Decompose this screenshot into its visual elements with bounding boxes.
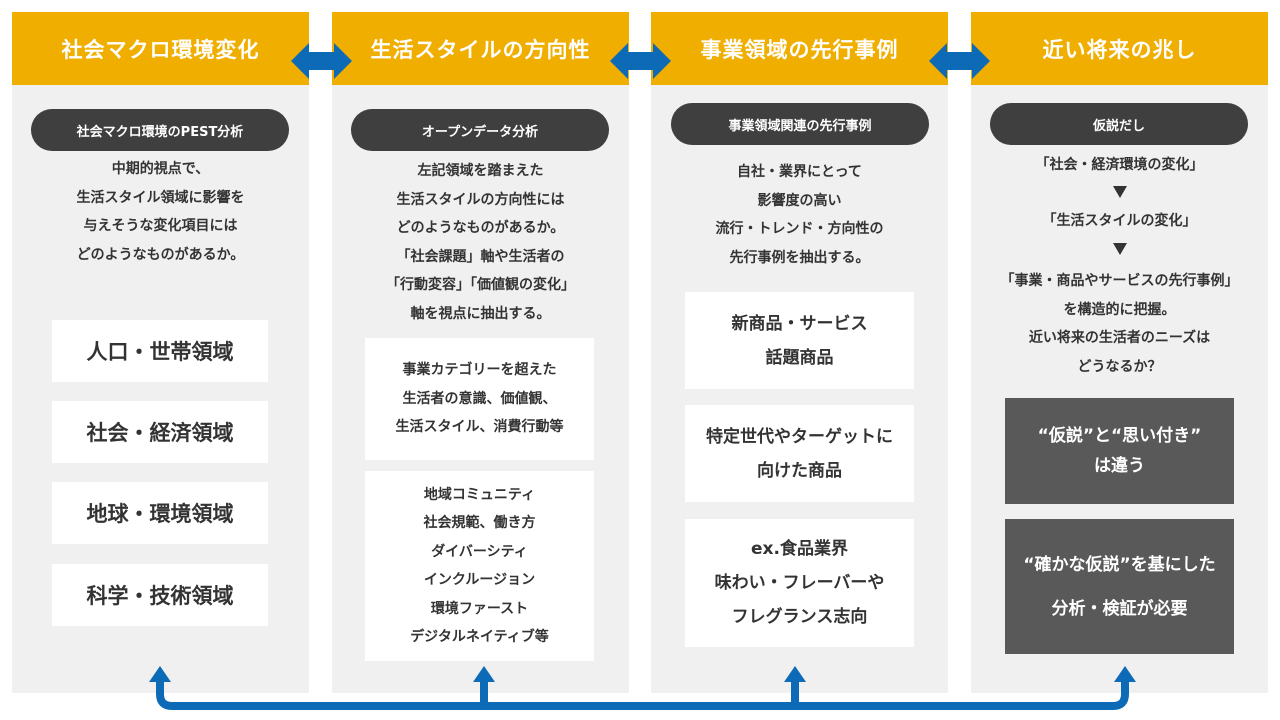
note-box: “仮説”と“思い付き” は違う (1005, 398, 1234, 504)
case-box: ex.食品業界 味わい・フレーバーや フレグランス志向 (685, 519, 914, 647)
flow-step: 「生活スタイルの変化」 (1042, 213, 1197, 229)
flow-step: 「事業・商品やサービスの先行事例」 を構造的に把握。 近い将来の生活者のニーズは… (1000, 273, 1239, 375)
flow-step: 「社会・経済環境の変化」 (1035, 157, 1204, 173)
domain-box: 社会・経済領域 (52, 401, 268, 463)
down-triangle-icon (1112, 186, 1127, 198)
content-box: 地域コミュニティ 社会規範、働き方 ダイバーシティ インクルージョン 環境ファー… (365, 471, 594, 661)
method-pill: 社会マクロ環境のPEST分析 (31, 109, 289, 151)
domain-box: 人口・世帯領域 (52, 320, 268, 382)
column-signs: 近い将来の兆し 仮説だし 「社会・経済環境の変化」 「生活スタイルの変化」 「事… (971, 12, 1268, 693)
content-box: 事業カテゴリーを超えた 生活者の意識、価値観、 生活スタイル、消費行動等 (365, 338, 594, 460)
column-cases: 事業領域の先行事例 事業領域関連の先行事例 自社・業界にとって 影響度の高い 流… (651, 12, 948, 693)
column-description: 中期的視点で、 生活スタイル領域に影響を 与えそうな変化項目には どのようなもの… (76, 161, 245, 263)
case-box: 新商品・サービス 話題商品 (685, 292, 914, 389)
column-description: 自社・業界にとって 影響度の高い 流行・トレンド・方向性の 先行事例を抽出する。 (715, 164, 884, 266)
column-header: 生活スタイルの方向性 (332, 12, 629, 85)
method-pill: 事業領域関連の先行事例 (671, 103, 929, 145)
method-pill: オープンデータ分析 (351, 109, 609, 151)
down-triangle-icon (1112, 243, 1127, 255)
method-pill: 仮説だし (990, 103, 1248, 145)
domain-box: 科学・技術領域 (52, 564, 268, 626)
column-header: 近い将来の兆し (971, 12, 1268, 85)
column-lifestyle: 生活スタイルの方向性 オープンデータ分析 左記領域を踏まえた 生活スタイルの方向… (332, 12, 629, 693)
note-box: “確かな仮説”を基にした 分析・検証が必要 (1005, 519, 1234, 654)
case-box: 特定世代やターゲットに 向けた商品 (685, 405, 914, 502)
column-header: 事業領域の先行事例 (651, 12, 948, 85)
column-header: 社会マクロ環境変化 (12, 12, 309, 85)
column-macro: 社会マクロ環境変化 社会マクロ環境のPEST分析 中期的視点で、 生活スタイル領… (12, 12, 309, 693)
domain-box: 地球・環境領域 (52, 482, 268, 544)
column-description: 左記領域を踏まえた 生活スタイルの方向性には どのようなものがあるか。 「社会課… (386, 163, 575, 322)
